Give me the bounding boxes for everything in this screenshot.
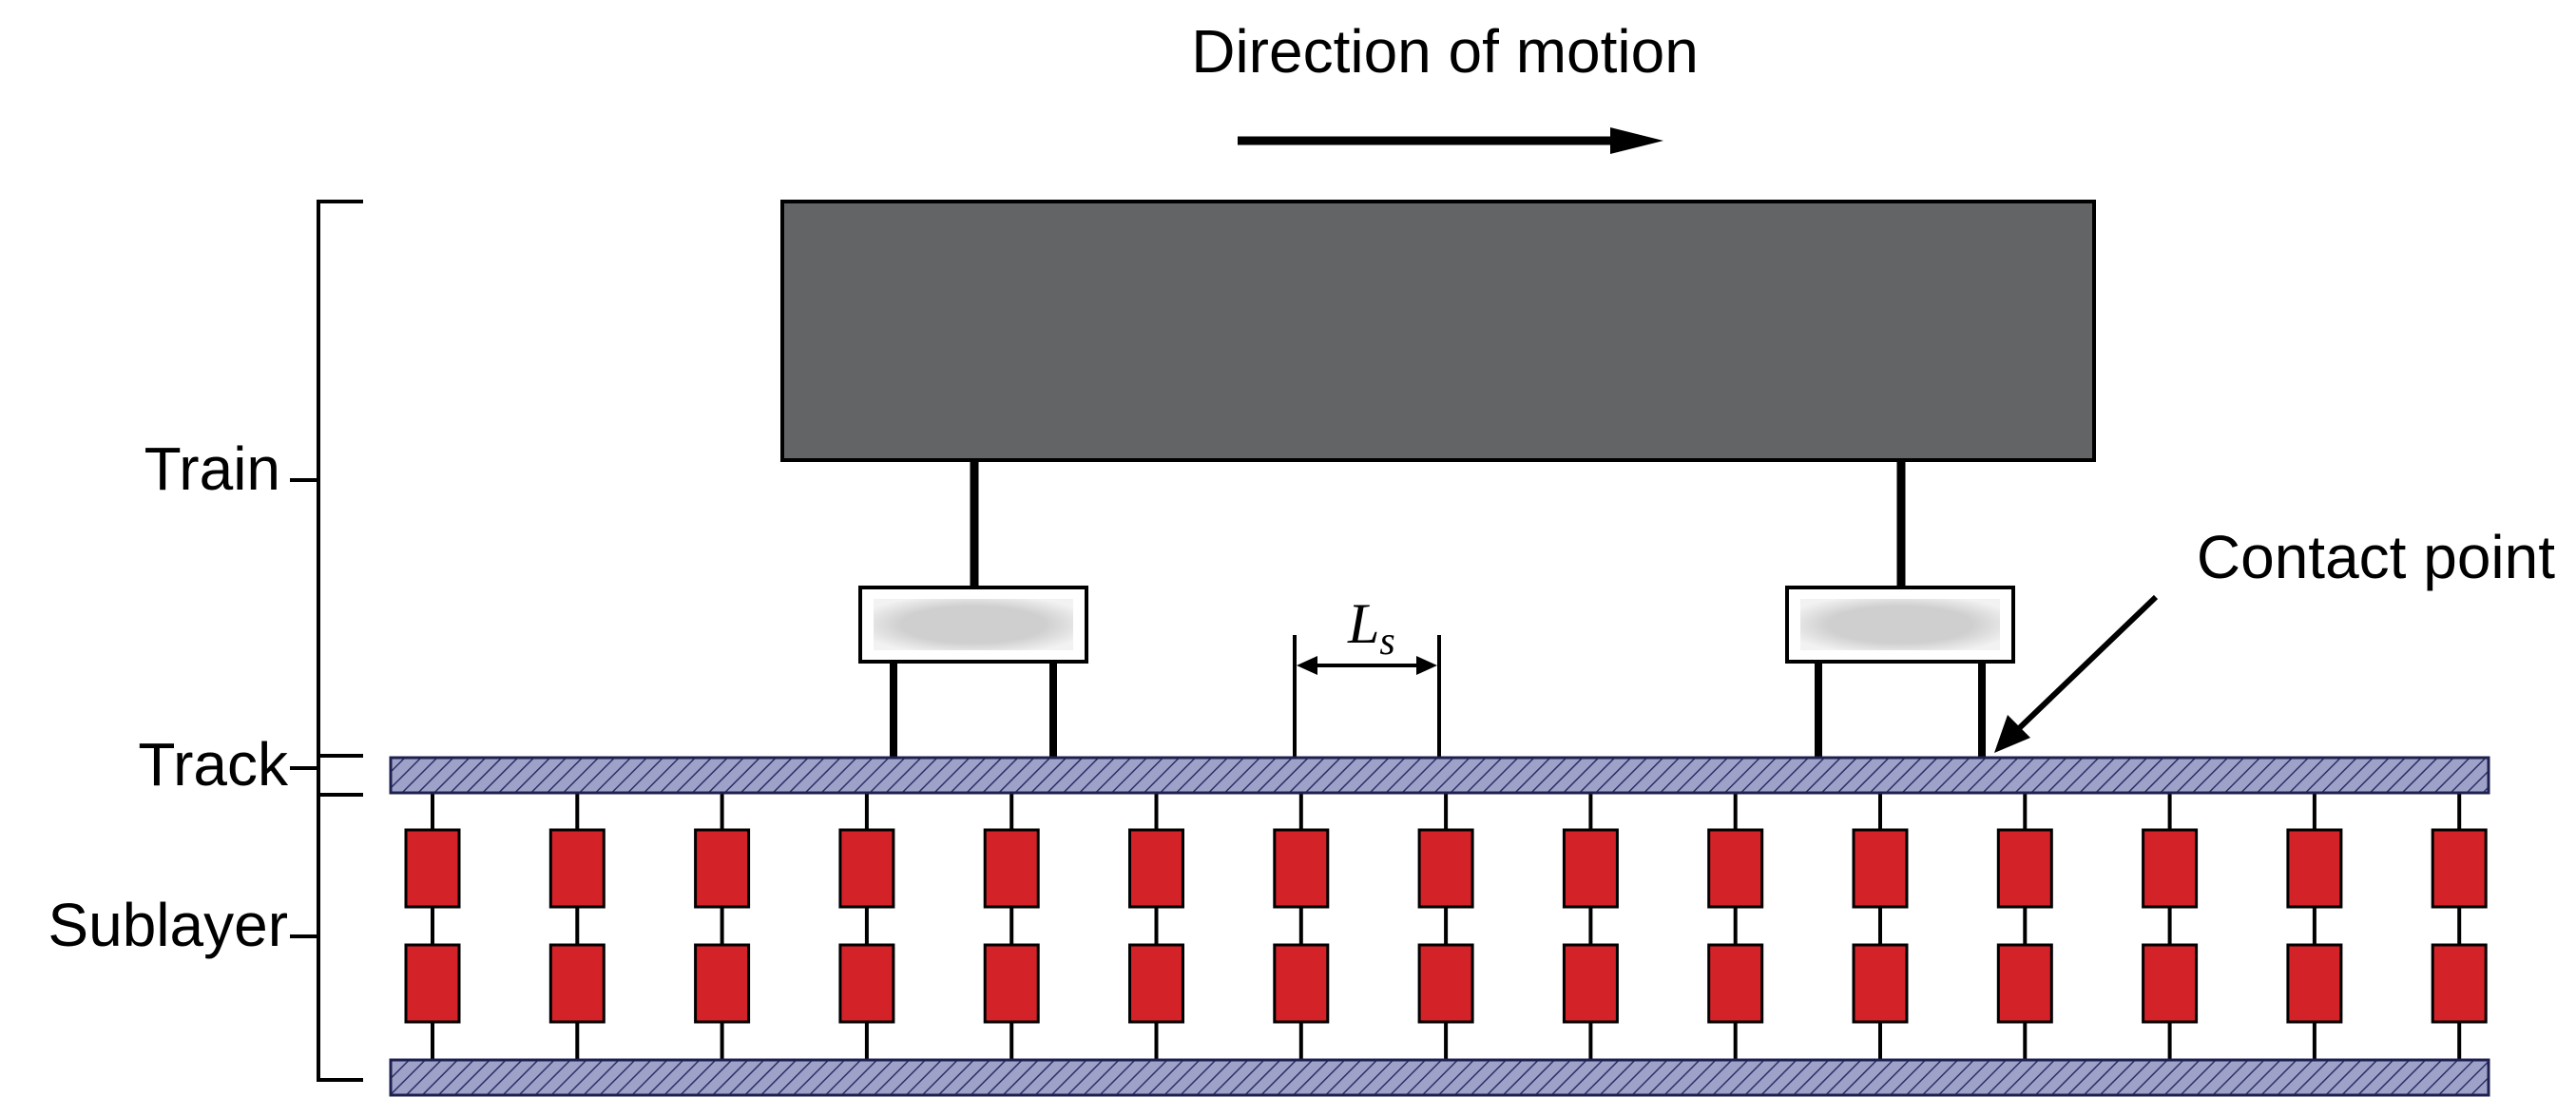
spring-element (1128, 828, 1184, 909)
support-unit (1707, 793, 1764, 1060)
spring-element (1417, 943, 1474, 1024)
sublayer-label: Sublayer (48, 891, 288, 959)
spring-element (548, 943, 606, 1024)
spring-element (1273, 943, 1330, 1024)
spring-element (2142, 828, 2199, 909)
track-rail (389, 756, 2490, 795)
spring-element (1852, 943, 1909, 1024)
spring-element (1996, 943, 2053, 1024)
spring-element (548, 828, 606, 909)
support-unit (2431, 793, 2488, 1060)
support-unit (404, 793, 461, 1060)
support-unit (983, 793, 1040, 1060)
left-bracket (290, 200, 363, 1082)
direction-arrow (1238, 127, 1663, 154)
support-unit (2142, 793, 2199, 1060)
spring-element (838, 828, 895, 909)
support-unit (1417, 793, 1474, 1060)
support-unit (1996, 793, 2053, 1060)
car-body (780, 200, 2096, 462)
contact-point-arrow (1994, 594, 2159, 753)
spring-element (2286, 943, 2343, 1024)
spring-element (983, 943, 1040, 1024)
support-unit (838, 793, 895, 1060)
support-unit (1852, 793, 1909, 1060)
wheel-legs (890, 662, 1986, 758)
support-unit (2286, 793, 2343, 1060)
bogie-left (858, 586, 1088, 664)
spring-element (2431, 828, 2488, 909)
spring-element (1417, 828, 1474, 909)
spring-element (1707, 943, 1764, 1024)
spring-element (1273, 828, 1330, 909)
spring-element (404, 828, 461, 909)
spring-element (2286, 828, 2343, 909)
spring-element (1562, 943, 1619, 1024)
spacing-dimension (1293, 635, 1441, 757)
spring-element (1707, 828, 1764, 909)
train-label: Train (144, 434, 280, 503)
track-label: Track (138, 730, 289, 799)
spacing-label: Ls (1347, 592, 1395, 664)
spring-element (404, 943, 461, 1024)
support-unit (1273, 793, 1330, 1060)
spring-element (694, 943, 751, 1024)
suspension-posts (970, 460, 1906, 589)
direction-label: Direction of motion (1191, 17, 1699, 86)
base-rail (389, 1058, 2490, 1097)
spring-element (1128, 943, 1184, 1024)
spring-element (694, 828, 751, 909)
sublayer-supports (404, 793, 2488, 1060)
contact-point-label: Contact point (2197, 523, 2555, 591)
spring-element (1562, 828, 1619, 909)
support-unit (694, 793, 751, 1060)
support-unit (1562, 793, 1619, 1060)
spring-element (838, 943, 895, 1024)
bogie-right (1785, 586, 2015, 664)
spring-element (2431, 943, 2488, 1024)
support-unit (1128, 793, 1184, 1060)
spring-element (2142, 943, 2199, 1024)
spring-element (983, 828, 1040, 909)
support-unit (548, 793, 606, 1060)
spring-element (1852, 828, 1909, 909)
spring-element (1996, 828, 2053, 909)
